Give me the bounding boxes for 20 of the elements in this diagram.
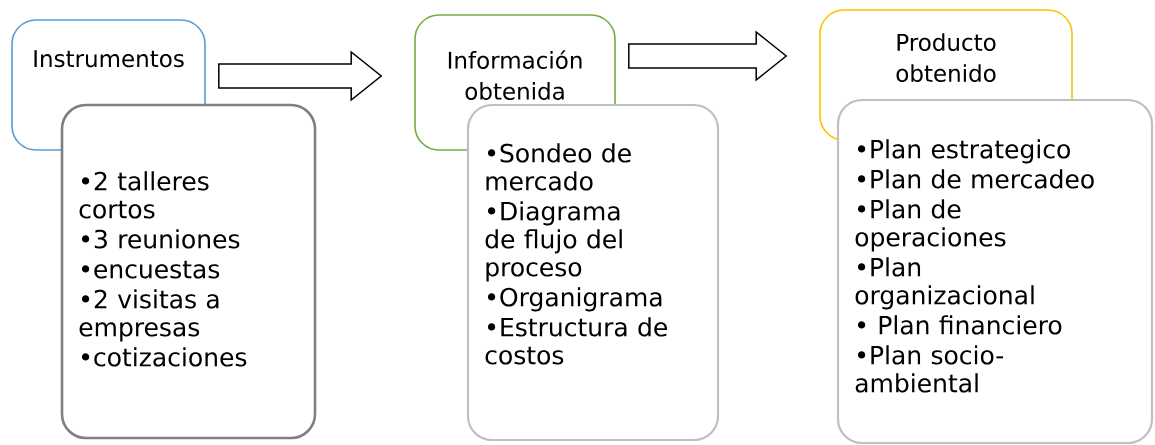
- list-item: •Organigrama: [487, 287, 662, 312]
- box-title: Instrumentos: [34, 50, 184, 68]
- list-item: •Estructura de costos: [485, 317, 667, 365]
- list-item: •2 visitas a empresas: [79, 289, 219, 342]
- list-item: •Plan socio-ambiental: [855, 345, 1004, 393]
- list-item: •Plan de mercadeo: [857, 169, 1094, 189]
- list-item: •3 reuniones: [81, 229, 240, 249]
- list-item: •2 talleres cortos: [79, 171, 209, 219]
- block-arrow: [628, 30, 788, 82]
- list-item: •cotizaciones: [81, 347, 247, 367]
- box-title: Información obtenida: [448, 50, 582, 100]
- list-item: •Plan estrategico: [857, 139, 1070, 164]
- list-item: •Diagrama de flujo del proceso: [485, 201, 622, 282]
- list-item: •Plan de operaciones: [855, 199, 1006, 252]
- box-title: Producto obtenido: [896, 33, 996, 82]
- list-item: • Plan financiero: [857, 315, 1062, 335]
- list-item: •Sondeo de mercado: [486, 143, 631, 191]
- block-arrow: [218, 50, 383, 102]
- list-item: •encuestas: [81, 260, 220, 279]
- list-item: •Plan organizacional: [855, 257, 1034, 310]
